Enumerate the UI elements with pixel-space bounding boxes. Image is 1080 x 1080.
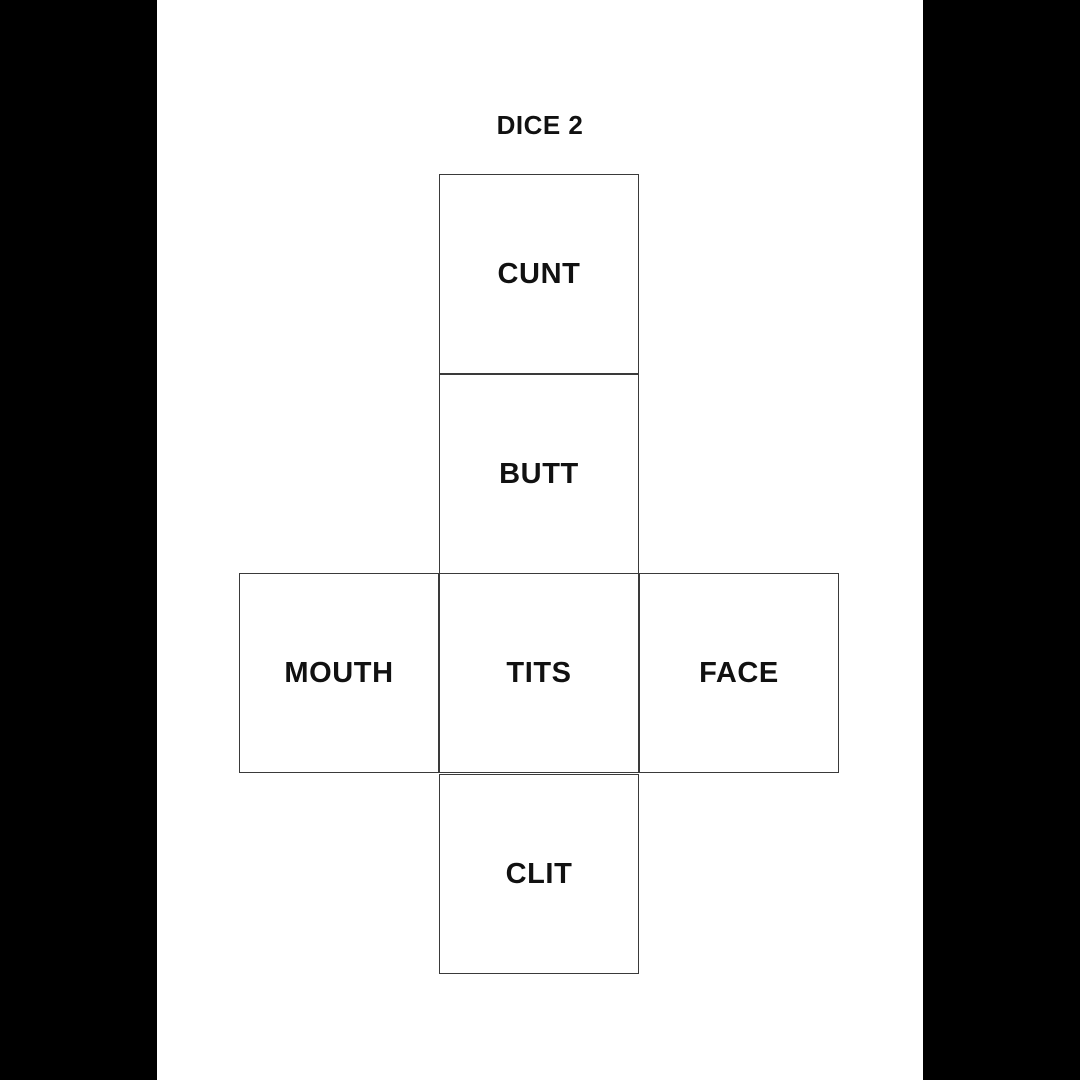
dice-face-upper-middle[interactable]: BUTT: [439, 374, 639, 574]
dice-face-bottom[interactable]: CLIT: [439, 774, 639, 974]
dice-face-right[interactable]: FACE: [639, 573, 839, 773]
dice-face-label-left: MOUTH: [284, 656, 394, 689]
dice-face-label-right: FACE: [699, 656, 779, 689]
dice-face-label-upper-middle: BUTT: [499, 457, 579, 490]
dice-face-label-top: CUNT: [497, 257, 581, 290]
dice-face-label-bottom: CLIT: [505, 857, 573, 890]
dice-face-left[interactable]: MOUTH: [239, 573, 439, 773]
dice-net-diagram: CUNT BUTT MOUTH TITS FACE CLIT: [239, 174, 839, 975]
page-canvas: DICE 2 CUNT BUTT MOUTH TITS FACE CLIT: [157, 0, 923, 1080]
page-title: DICE 2: [496, 110, 584, 140]
dice-face-top[interactable]: CUNT: [439, 174, 639, 374]
dice-face-center[interactable]: TITS: [439, 573, 639, 773]
dice-face-label-center: TITS: [506, 656, 572, 689]
